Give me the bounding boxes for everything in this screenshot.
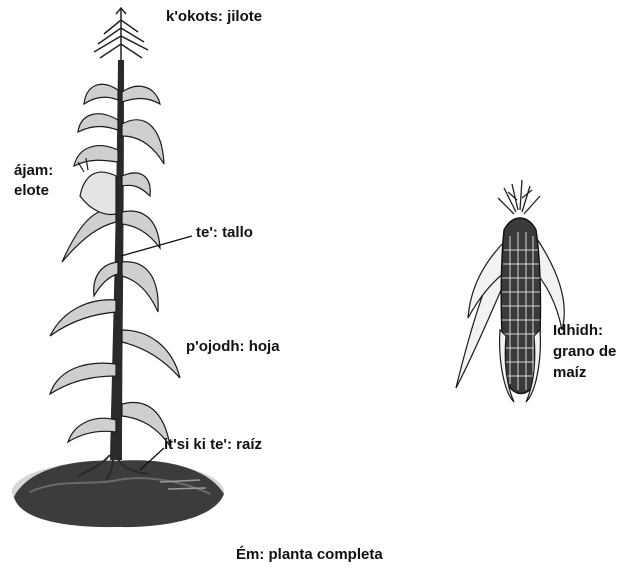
caption: Ém: planta completa [236,546,383,564]
corn-cob [456,180,564,402]
tassel [94,8,148,62]
stalk-label: te': tallo [196,224,253,242]
grain-label-line2: grano de [553,343,616,361]
soil-mound [12,460,224,527]
ear-label-line2: elote [14,182,49,200]
tassel-label: k'okots: jilote [166,8,262,26]
root-label: it'si ki te': raíz [164,436,262,454]
leaf-label: p'ojodh: hoja [186,338,280,356]
grain-label-line1: Idhidh: [553,322,603,340]
plant-ear [78,158,116,214]
ear-label-line1: ájam: [14,162,53,180]
grain-label-line3: maíz [553,364,586,382]
